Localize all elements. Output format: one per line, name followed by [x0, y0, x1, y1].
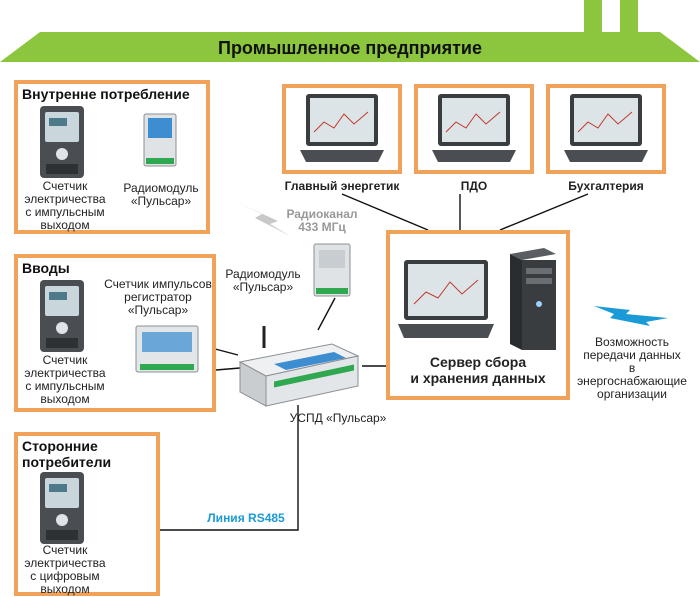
central-radio-caption: Радиомодуль «Пульсар»	[225, 267, 301, 294]
roof-banner	[0, 32, 700, 62]
third-party-box	[14, 432, 160, 596]
line-laptop3-to-server	[499, 193, 589, 231]
rs485-label: Линия RS485	[207, 511, 285, 525]
uspd-icon	[234, 322, 364, 412]
line-radio-to-uspd	[317, 297, 336, 331]
meter-icon	[38, 470, 86, 546]
chimney-right	[620, 0, 638, 34]
meter-caption-third-party: Счетчик электричества с цифровым выходом	[24, 543, 106, 596]
radio-caption-internal: Радиомодуль «Пульсар»	[123, 181, 199, 208]
line-rs485	[106, 405, 299, 531]
pulse-counter-icon	[134, 322, 200, 376]
laptop-label-chief-energy: Главный энергетик	[284, 179, 400, 193]
transfer-caption: Возможность передачи данных в энергоснаб…	[577, 335, 687, 401]
laptop-icon	[562, 92, 650, 166]
page-title: Промышленное предприятие	[218, 38, 482, 58]
third-party-title: Сторонние потребители	[22, 438, 112, 470]
radio-module-icon	[140, 110, 180, 170]
radio-lightning-icon	[232, 200, 290, 236]
meter-icon	[38, 278, 86, 354]
transfer-lightning-icon	[594, 306, 668, 326]
line-inputs-to-uspd	[215, 367, 241, 371]
server-tower-icon	[504, 244, 560, 354]
central-radio-module-icon	[310, 240, 354, 300]
laptop-label-accounting: Бухгалтерия	[568, 179, 644, 193]
laptop-icon	[430, 92, 518, 166]
meter-caption-internal: Счетчик электричества с импульсным выход…	[24, 179, 106, 232]
line-laptop1-to-server	[341, 193, 429, 231]
radio-channel-label: Радиоканал 433 МГц	[286, 207, 358, 234]
server-caption: Сервер сбора и хранения данных	[410, 354, 546, 386]
chimney-left	[584, 0, 602, 34]
meter-caption-inputs: Счетчик электричества с импульсным выход…	[24, 353, 106, 406]
laptop-label-pdo: ПДО	[460, 179, 488, 193]
internal-consumption-title: Внутренне потребление	[22, 86, 190, 102]
server-laptop-icon	[396, 258, 496, 342]
laptop-icon	[298, 92, 386, 166]
pulse-counter-caption: Счетчик импульсов регистратор «Пульсар»	[104, 277, 212, 317]
uspd-label: УСПД «Пульсар»	[289, 411, 387, 425]
meter-icon	[38, 104, 86, 180]
inputs-title: Вводы	[22, 260, 70, 276]
